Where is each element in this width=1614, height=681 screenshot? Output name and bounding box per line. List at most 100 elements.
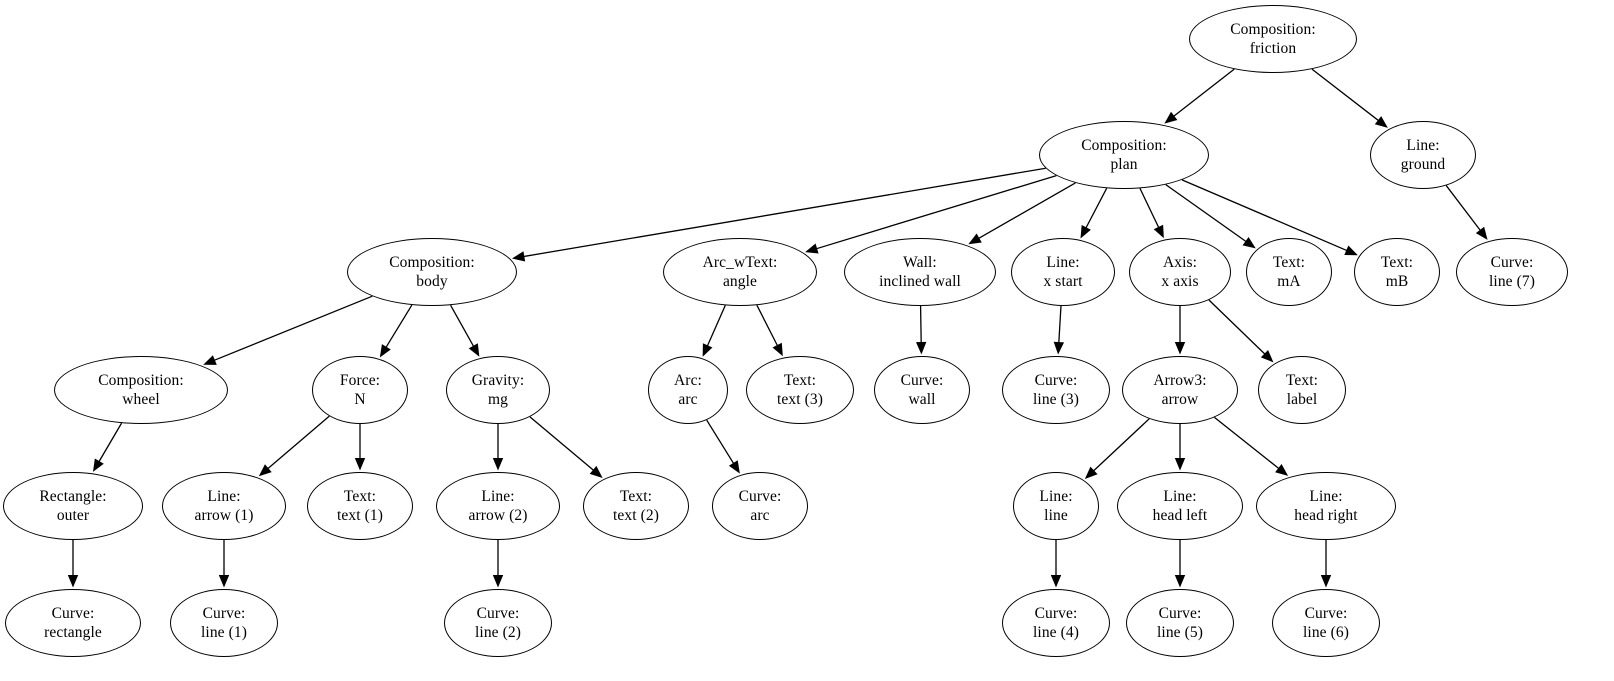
node-name-label: head right xyxy=(1294,506,1358,524)
node-type-label: Force: xyxy=(339,372,381,390)
node-type-label: Line: xyxy=(481,488,515,506)
graph-node-gravity[interactable]: Gravity:mg xyxy=(446,356,550,424)
node-name-label: outer xyxy=(56,506,90,524)
graph-node-arrow1[interactable]: Line:arrow (1) xyxy=(162,472,286,540)
node-type-label: Curve: xyxy=(1304,605,1348,623)
node-name-label: plan xyxy=(1110,155,1138,173)
graph-node-line3[interactable]: Curve:line (3) xyxy=(1002,356,1110,424)
node-name-label: arrow (1) xyxy=(194,506,254,524)
node-name-label: mA xyxy=(1277,272,1301,290)
node-name-label: mB xyxy=(1385,272,1409,290)
node-type-label: Composition: xyxy=(98,372,184,390)
node-name-label: x axis xyxy=(1161,272,1199,290)
graph-node-arrow2[interactable]: Line:arrow (2) xyxy=(436,472,560,540)
node-type-label: Text: xyxy=(619,488,653,506)
node-name-label: line (1) xyxy=(201,623,247,641)
graph-node-arc[interactable]: Arc:arc xyxy=(648,356,728,424)
node-type-label: Curve: xyxy=(1158,605,1202,623)
node-name-label: inclined wall xyxy=(879,272,961,290)
graph-node-curvewall[interactable]: Curve:wall xyxy=(874,356,970,424)
graph-node-headright[interactable]: Line:head right xyxy=(1256,472,1396,540)
graph-node-mB[interactable]: Text:mB xyxy=(1354,238,1440,306)
node-type-label: Curve: xyxy=(1490,254,1534,272)
node-name-label: friction xyxy=(1249,39,1297,57)
node-name-label: ground xyxy=(1400,155,1446,173)
graph-node-headleft[interactable]: Line:head left xyxy=(1117,472,1243,540)
node-type-label: Curve: xyxy=(51,605,95,623)
node-type-label: Arc: xyxy=(674,372,702,390)
node-name-label: arc xyxy=(678,390,698,408)
node-name-label: line (7) xyxy=(1489,272,1535,290)
node-type-label: Curve: xyxy=(1034,372,1078,390)
node-name-label: label xyxy=(1286,390,1318,408)
graph-node-body[interactable]: Composition:body xyxy=(347,238,517,306)
graph-node-wall[interactable]: Wall:inclined wall xyxy=(844,238,996,306)
graph-node-label[interactable]: Text:label xyxy=(1258,356,1346,424)
node-name-label: line (2) xyxy=(475,623,521,641)
node-name-label: N xyxy=(354,390,366,408)
node-name-label: text (1) xyxy=(337,506,383,524)
graph-node-curvearc[interactable]: Curve:arc xyxy=(712,472,808,540)
node-type-label: Composition: xyxy=(389,254,475,272)
graph-node-cline2[interactable]: Curve:line (2) xyxy=(444,589,552,657)
graph-node-lineline[interactable]: Line:line xyxy=(1013,472,1099,540)
node-type-label: Composition: xyxy=(1230,21,1316,39)
node-type-label: Curve: xyxy=(738,488,782,506)
node-name-label: line (6) xyxy=(1303,623,1349,641)
graph-node-cline1[interactable]: Curve:line (1) xyxy=(170,589,278,657)
graph-node-crect[interactable]: Curve:rectangle xyxy=(5,589,141,657)
node-type-label: Line: xyxy=(1309,488,1343,506)
node-name-label: arrow (2) xyxy=(468,506,528,524)
node-type-label: Arrow3: xyxy=(1153,372,1207,390)
graph-node-forceN[interactable]: Force:N xyxy=(312,356,408,424)
graph-node-ground[interactable]: Line:ground xyxy=(1370,121,1476,189)
node-name-label: rectangle xyxy=(44,623,102,641)
node-type-label: Line: xyxy=(1406,137,1440,155)
node-name-label: line xyxy=(1044,506,1068,524)
graph-node-cline6[interactable]: Curve:line (6) xyxy=(1272,589,1380,657)
graph-node-text3[interactable]: Text:text (3) xyxy=(746,356,854,424)
graph-node-mA[interactable]: Text:mA xyxy=(1246,238,1332,306)
node-type-label: Curve: xyxy=(202,605,246,623)
node-name-label: head left xyxy=(1152,506,1208,524)
node-type-label: Rectangle: xyxy=(39,488,107,506)
graph-node-arrow3[interactable]: Arrow3:arrow xyxy=(1122,356,1238,424)
node-name-label: text (3) xyxy=(777,390,823,408)
node-name-label: mg xyxy=(487,390,508,408)
graph-node-angle[interactable]: Arc_wText:angle xyxy=(663,238,817,306)
graph-node-xaxis[interactable]: Axis:x axis xyxy=(1129,238,1231,306)
node-type-label: Wall: xyxy=(903,254,937,272)
graph-node-friction[interactable]: Composition:friction xyxy=(1189,5,1357,73)
node-type-label: Arc_wText: xyxy=(702,254,778,272)
node-name-label: body xyxy=(416,272,448,290)
node-name-label: wall xyxy=(908,390,936,408)
node-type-label: Line: xyxy=(207,488,241,506)
node-type-label: Gravity: xyxy=(471,372,525,390)
node-type-label: Line: xyxy=(1046,254,1080,272)
node-type-label: Text: xyxy=(1272,254,1306,272)
graph-node-text2[interactable]: Text:text (2) xyxy=(583,472,689,540)
graph-node-wheel[interactable]: Composition:wheel xyxy=(54,356,228,424)
node-type-label: Axis: xyxy=(1162,254,1198,272)
node-type-label: Text: xyxy=(1380,254,1414,272)
node-name-label: text (2) xyxy=(613,506,659,524)
node-name-label: angle xyxy=(722,272,758,290)
node-type-label: Composition: xyxy=(1081,137,1167,155)
node-type-label: Curve: xyxy=(900,372,944,390)
graph-node-cline4[interactable]: Curve:line (4) xyxy=(1002,589,1110,657)
graph-node-plan[interactable]: Composition:plan xyxy=(1039,121,1209,189)
node-type-label: Text: xyxy=(1285,372,1319,390)
node-name-label: arc xyxy=(750,506,770,524)
node-name-label: line (5) xyxy=(1157,623,1203,641)
node-type-label: Text: xyxy=(783,372,817,390)
node-name-label: wheel xyxy=(122,390,160,408)
graph-node-text1[interactable]: Text:text (1) xyxy=(307,472,413,540)
node-name-label: line (4) xyxy=(1033,623,1079,641)
graph-node-line7[interactable]: Curve:line (7) xyxy=(1456,238,1568,306)
graph-node-cline5[interactable]: Curve:line (5) xyxy=(1126,589,1234,657)
node-type-label: Text: xyxy=(343,488,377,506)
graph-node-outer[interactable]: Rectangle:outer xyxy=(3,472,143,540)
graph-node-xstart[interactable]: Line:x start xyxy=(1011,238,1115,306)
